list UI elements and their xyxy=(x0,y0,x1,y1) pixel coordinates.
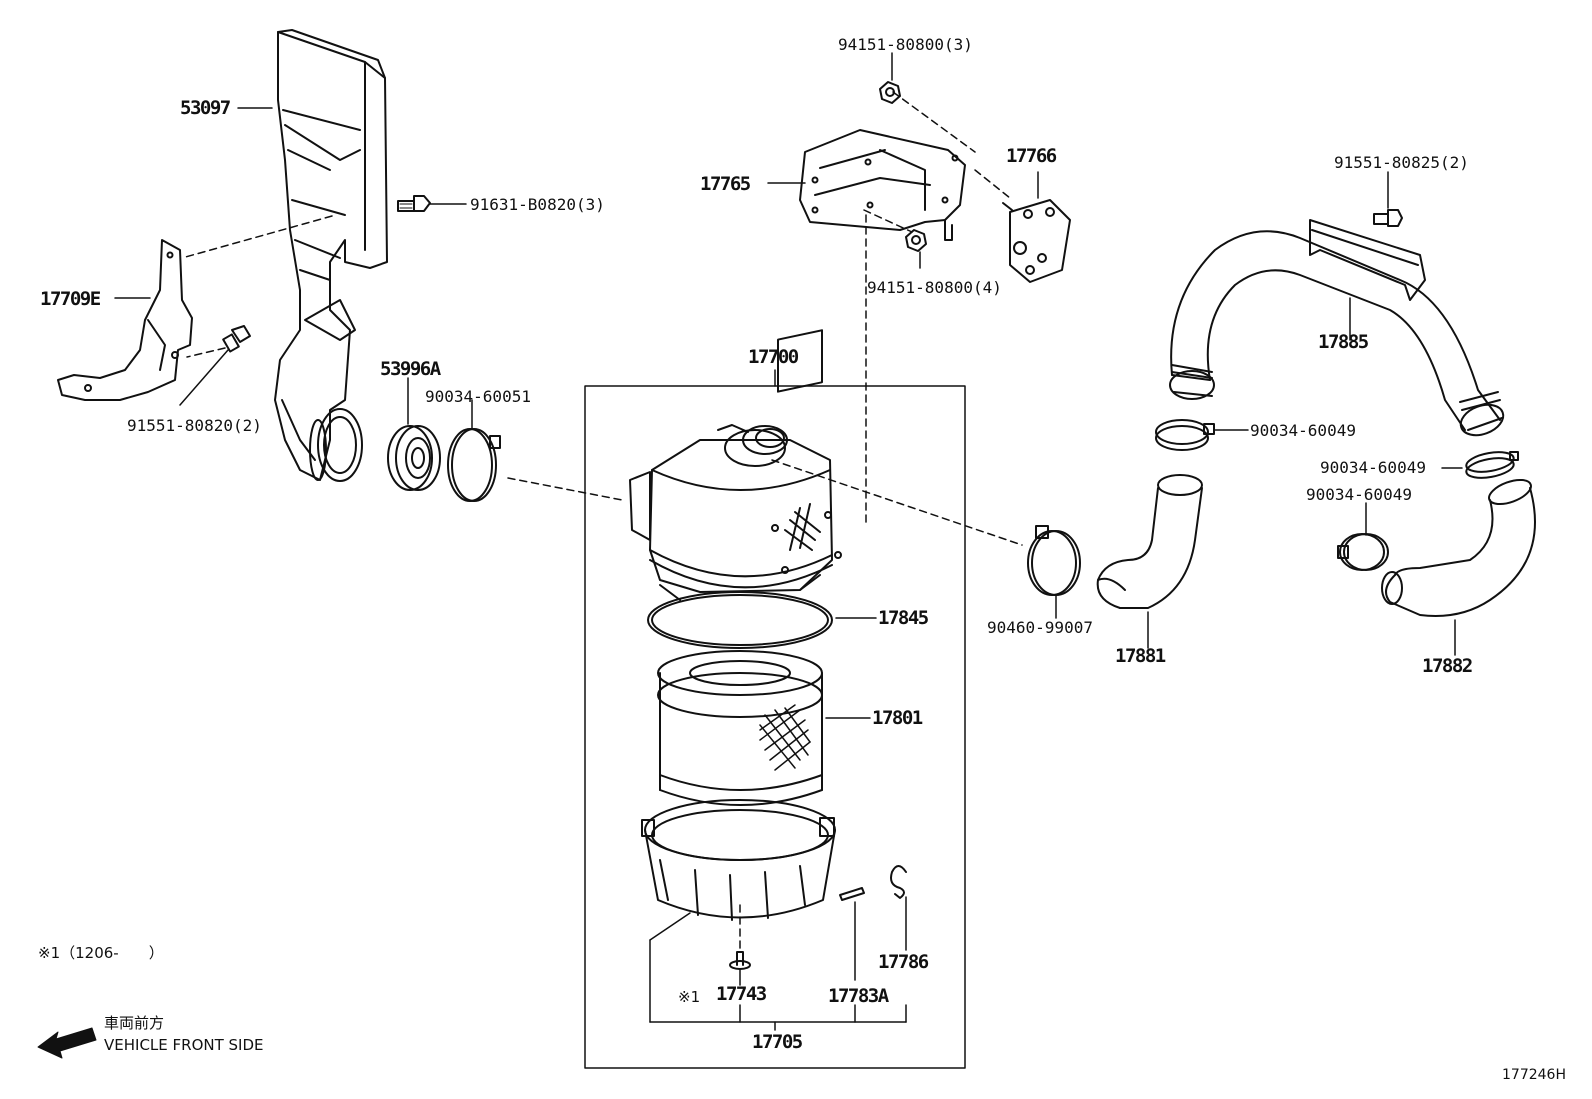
bracket-17709e xyxy=(57,239,193,401)
label-53996a: 53996A xyxy=(380,358,441,380)
diagram-id: 177246H xyxy=(1502,1067,1566,1083)
label-90034-60051: 90034-60051 xyxy=(425,387,531,406)
nut-94151-bottom-icon xyxy=(905,229,927,252)
elbow-hose-17881 xyxy=(1096,474,1203,609)
clamp-90034-60049-c xyxy=(1337,533,1389,571)
gasket-17845 xyxy=(647,591,833,649)
bolt-91551-80820-icon xyxy=(222,325,251,353)
label-17709e: 17709E xyxy=(40,288,101,310)
vehicle-front-en: VEHICLE FRONT SIDE xyxy=(104,1036,264,1054)
bracket-17765 xyxy=(799,129,966,241)
label-91631-b0820: 91631-B0820(3) xyxy=(470,195,605,214)
pin-17783a-icon xyxy=(839,887,865,901)
label-17783a: 17783A xyxy=(828,985,889,1007)
nut-94151-top-icon xyxy=(879,81,901,104)
plate-17766 xyxy=(1002,199,1071,283)
assembly-dash-lines xyxy=(181,91,1023,951)
label-94151-top: 94151-80800(3) xyxy=(838,35,973,54)
clip-17786-icon xyxy=(890,865,907,899)
label-90034-60049-b: 90034-60049 xyxy=(1320,458,1426,477)
bolt-91631-icon xyxy=(397,195,431,212)
label-94151-bottom: 94151-80800(4) xyxy=(867,278,1002,297)
label-91551-80820: 91551-80820(2) xyxy=(127,416,262,435)
label-90034-60049-a: 90034-60049 xyxy=(1250,421,1356,440)
air-cleaner-cap xyxy=(629,329,842,601)
label-17885: 17885 xyxy=(1318,331,1369,353)
label-17705: 17705 xyxy=(752,1031,803,1053)
label-90034-60049-c: 90034-60049 xyxy=(1306,485,1412,504)
clamp-90034-60051 xyxy=(447,428,501,502)
label-17766: 17766 xyxy=(1006,145,1057,167)
label-17845: 17845 xyxy=(878,607,929,629)
hose-17882 xyxy=(1381,478,1536,617)
valve-17743-icon xyxy=(729,951,751,970)
footnote-mark-1: ※1（1206- ） xyxy=(38,944,164,962)
clamp-90034-60049-a xyxy=(1155,419,1215,451)
bolt-91551-80825-icon xyxy=(1373,209,1403,227)
coupling-53996a xyxy=(387,425,441,491)
case-17705 xyxy=(641,799,836,921)
label-mark-1: ※1 xyxy=(678,988,701,1006)
label-17743: 17743 xyxy=(716,983,767,1005)
label-91551-80825: 91551-80825(2) xyxy=(1334,153,1469,172)
label-17765: 17765 xyxy=(700,173,751,195)
hose-17885 xyxy=(1169,219,1505,437)
front-arrow-icon xyxy=(37,1027,97,1059)
label-53097: 53097 xyxy=(180,97,231,119)
filter-element-17801 xyxy=(657,650,823,806)
air-duct-53097 xyxy=(274,29,388,482)
label-17882: 17882 xyxy=(1422,655,1473,677)
vehicle-front-jp: 車両前方 xyxy=(104,1014,165,1032)
label-17801: 17801 xyxy=(872,707,923,729)
bracket-17705-lines xyxy=(649,939,907,1031)
label-90460-99007: 90460-99007 xyxy=(987,618,1093,637)
label-17786: 17786 xyxy=(878,951,929,973)
clamp-90034-60049-b xyxy=(1465,451,1519,479)
label-17700: 17700 xyxy=(748,346,799,368)
clamp-90460-99007 xyxy=(1027,525,1081,596)
label-17881: 17881 xyxy=(1115,645,1166,667)
